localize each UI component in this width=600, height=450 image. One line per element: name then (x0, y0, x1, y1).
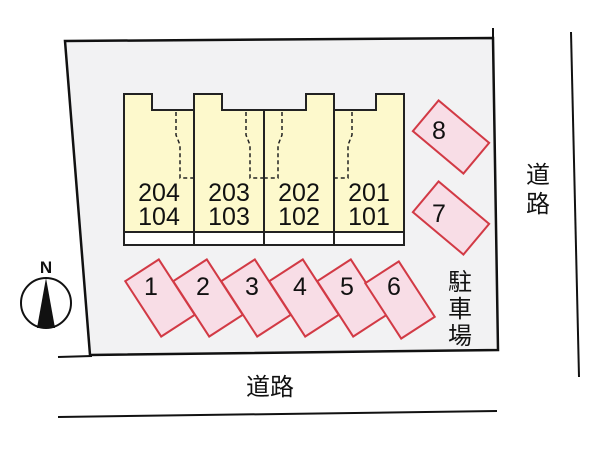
parking-numbers: 1 2 3 4 5 6 7 8 (144, 117, 446, 301)
parking-number: 7 (432, 200, 446, 228)
unit-label: 103 (208, 203, 250, 231)
unit-label: 104 (138, 203, 180, 231)
unit-label: 202 (278, 179, 320, 207)
road-label-bottom: 道路 (246, 373, 294, 401)
parking-space (363, 260, 437, 340)
building (123, 93, 405, 246)
parking-number: 8 (432, 117, 446, 145)
parking-number: 5 (340, 273, 354, 301)
parking-label: 車 (448, 295, 472, 323)
unit-label: 204 (138, 179, 180, 207)
parking-number: 4 (293, 273, 307, 301)
parking-number: 1 (144, 273, 158, 301)
unit-label: 101 (348, 203, 390, 231)
unit-label: 102 (278, 203, 320, 231)
parking-label: 場 (448, 322, 472, 350)
road-label-right: 路 (526, 190, 550, 218)
unit-labels: 204 104 203 103 202 102 201 101 (138, 179, 390, 231)
parking-space (411, 180, 491, 256)
north-arrow-icon: N (20, 258, 72, 329)
parking-number: 6 (387, 273, 401, 301)
road-edge (57, 410, 498, 418)
road-label-right: 道 (526, 161, 550, 189)
parking-label: 駐 (448, 268, 472, 296)
parking-number: 3 (245, 273, 259, 301)
road-edge (57, 355, 93, 358)
unit-label: 201 (348, 179, 390, 207)
parking-number: 2 (196, 273, 210, 301)
road-edge (570, 31, 580, 378)
north-label: N (40, 258, 52, 277)
unit-label: 203 (208, 179, 250, 207)
parking-space (411, 99, 491, 175)
